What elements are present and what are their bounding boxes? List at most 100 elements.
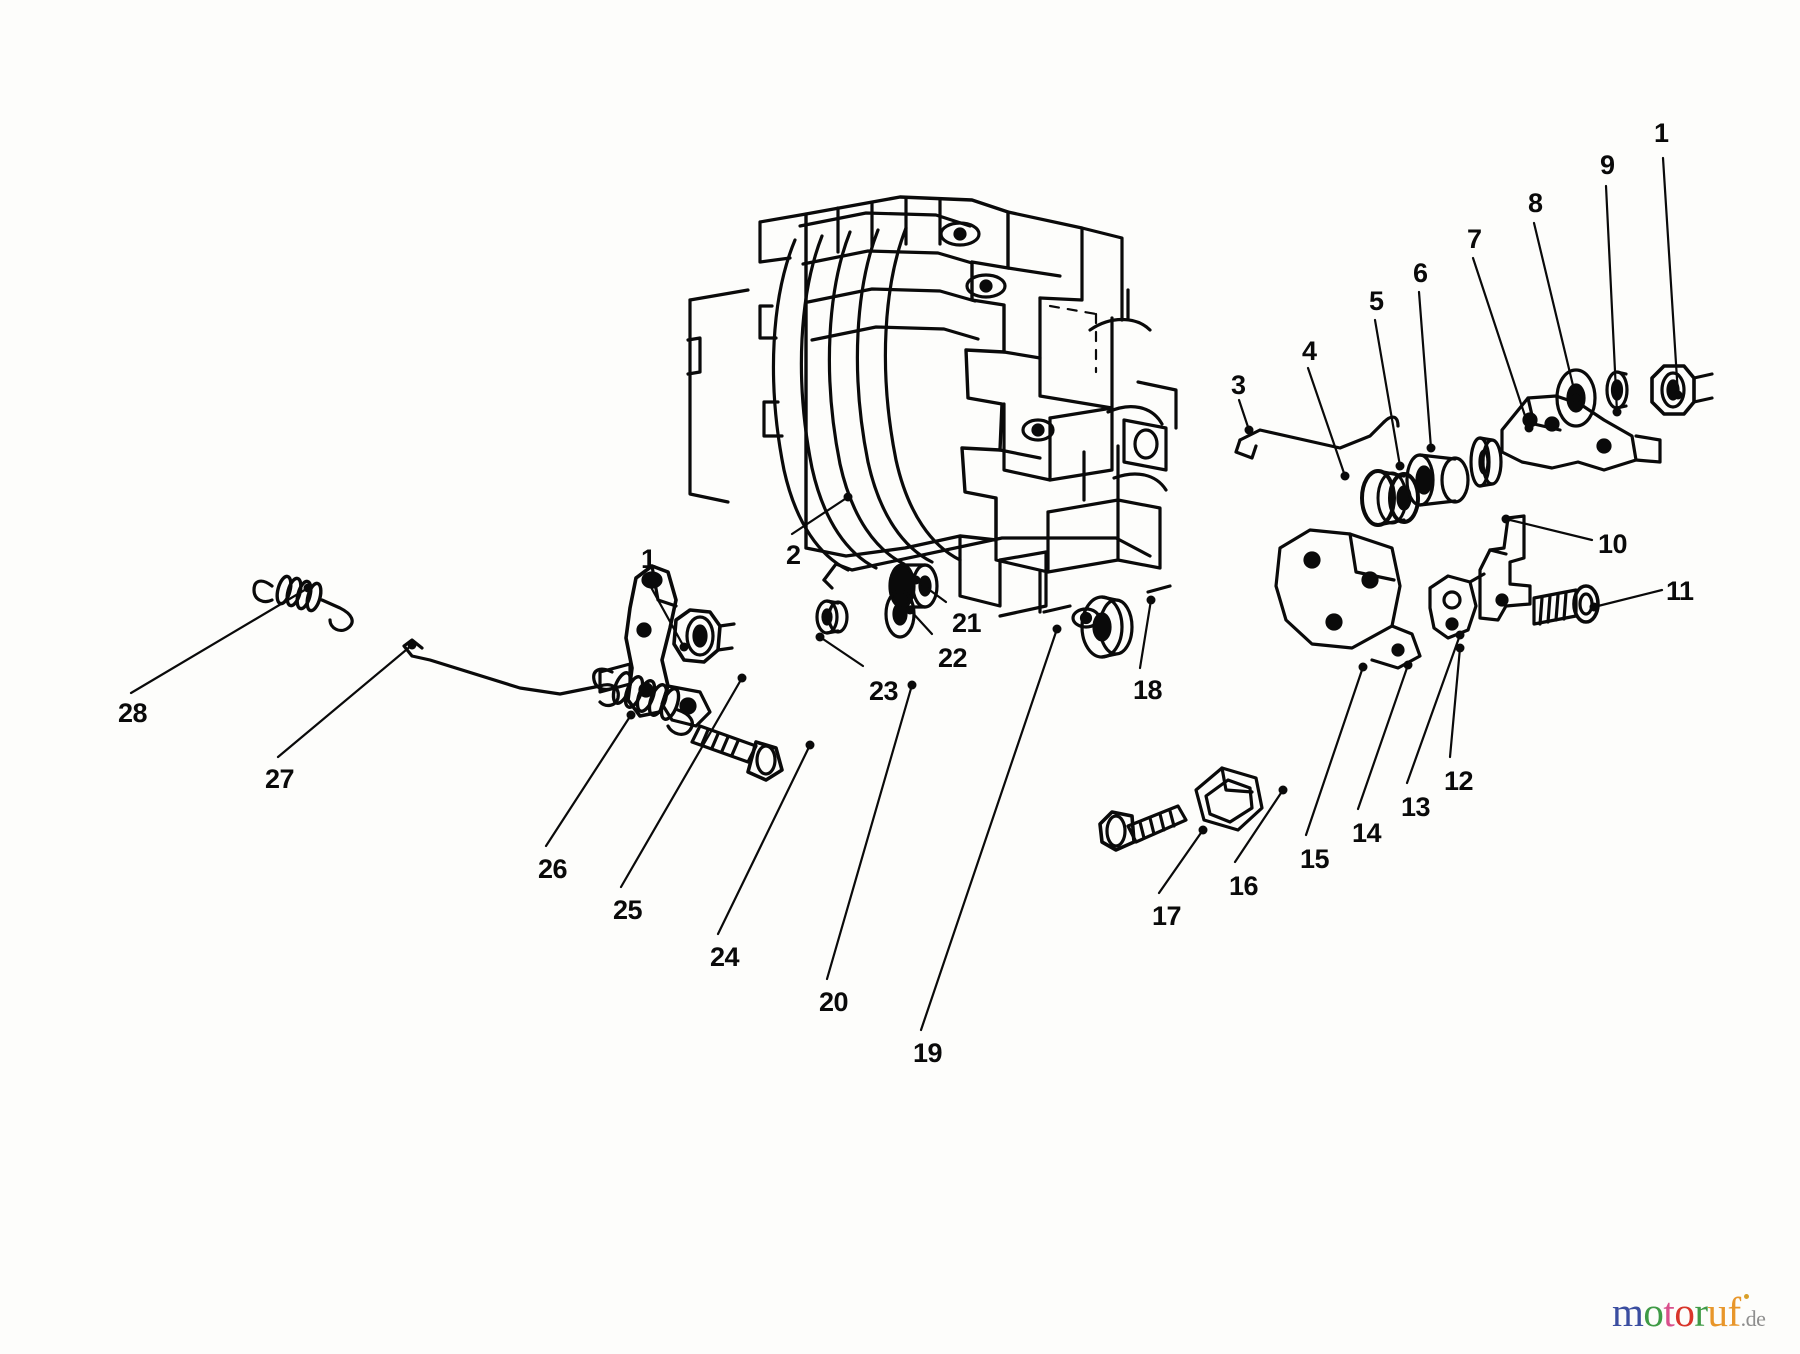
leader-dot-27 [407,640,417,650]
leader-dot-2 [843,492,853,502]
part-11-flange-bolt [1532,584,1600,626]
callout-number-24: 24 [710,942,740,972]
leader-dot-15 [1358,662,1368,672]
leader-line-26 [544,713,633,848]
part-1-hex-nut-right [1650,364,1714,416]
leader-line-21 [914,578,948,604]
motoruf-watermark: motoruf.de [1612,1289,1766,1335]
leader-dot-20 [907,680,917,690]
leader-lines [129,156,1680,1032]
callout-number-17: 17 [1152,901,1182,931]
part-20-flat-washer [1080,595,1134,659]
part-16-clip-nut [1194,766,1264,832]
leader-dot-21 [911,575,921,585]
callout-number-7: 7 [1467,224,1482,254]
watermark-dot-accent [1744,1294,1749,1299]
part-21-bushing-spacer [888,563,939,609]
callout-number-12: 12 [1444,766,1474,796]
part-10-sheet-metal-bracket [1478,514,1532,622]
leader-dot-22 [905,605,915,615]
part-12-small-link-arm [1428,572,1486,640]
leader-line-11 [1592,588,1664,609]
leader-line-22 [908,608,934,636]
leader-line-1 [1661,156,1680,397]
callout-number-27: 27 [265,764,295,794]
part-26-governor-spring [592,667,694,736]
leader-line-1 [645,578,686,649]
engine-cylinder-body [686,195,1178,629]
callout-number-18: 18 [1133,675,1163,705]
leader-dot-9 [1612,407,1622,417]
leader-dot-1 [679,642,689,652]
leader-line-10 [1504,517,1594,542]
part-2-throttle-rod [822,536,1152,590]
callout-number-19: 19 [913,1038,943,1068]
watermark-letter-2: t [1663,1289,1675,1335]
leader-line-3 [1237,398,1251,432]
callout-number-11: 11 [1666,576,1694,606]
callout-number-22: 22 [938,643,968,673]
leader-line-19 [919,627,1059,1032]
leader-dot-23 [815,632,825,642]
leader-line-17 [1157,828,1205,895]
watermark-letter-1: o [1643,1289,1664,1335]
watermark-letter-3: o [1674,1289,1695,1335]
callout-number-25: 25 [613,895,643,925]
callout-number-6: 6 [1413,258,1428,288]
leader-line-28 [129,586,310,695]
leader-dot-26 [626,710,636,720]
leader-line-7 [1471,256,1531,430]
leader-line-16 [1233,788,1285,864]
callout-number-2: 2 [786,540,801,570]
leader-dot-8 [1571,393,1581,403]
part-6-flat-washer [1469,436,1503,488]
callout-number-3: 3 [1231,370,1246,400]
leader-dot-5 [1395,461,1405,471]
part-4-coil-bushing [1360,469,1420,527]
part-28-extension-spring [252,574,354,633]
leader-line-8 [1532,221,1578,400]
leader-line-27 [276,643,414,759]
leader-line-12 [1448,646,1462,759]
leader-dot-12 [1455,643,1465,653]
leader-dot-17 [1198,825,1208,835]
callout-number-14: 14 [1352,818,1382,848]
leader-line-20 [825,683,914,981]
callout-number-28: 28 [118,698,148,728]
watermark-tld: .de [1740,1306,1766,1331]
callout-number-5: 5 [1369,286,1384,316]
callout-number-10: 10 [1598,529,1628,559]
part-17-hex-bolt [1098,804,1188,852]
part-1-hex-nut-left [672,608,736,664]
leader-line-23 [818,635,865,668]
callout-number-4: 4 [1302,336,1317,366]
leader-dot-25 [737,673,747,683]
leader-dots [303,390,1683,835]
leader-line-9 [1604,184,1619,414]
watermark-letter-5: u [1707,1289,1728,1335]
leader-dot-4 [1340,471,1350,481]
leader-dot-3 [1244,425,1254,435]
leader-dot-11 [1589,602,1599,612]
leader-line-18 [1138,598,1153,670]
callout-number-16: 16 [1229,871,1259,901]
part-3-governor-link-rod [1234,415,1400,460]
callout-number-15: 15 [1300,844,1330,874]
part-24-hex-bolt [690,724,784,782]
callout-number-20: 20 [819,987,849,1017]
watermark-letter-4: r [1694,1289,1708,1335]
leader-line-5 [1373,318,1402,468]
leader-dot-19 [1052,624,1062,634]
callout-number-1: 1 [1654,118,1669,148]
callout-number-13: 13 [1401,792,1431,822]
callout-number-23: 23 [869,676,899,706]
leader-dot-14 [1403,660,1413,670]
leader-dot-10 [1501,514,1511,524]
leader-line-25 [619,676,744,889]
leader-dot-28 [303,583,313,593]
leader-line-15 [1304,665,1365,837]
leader-dot-13 [1455,630,1465,640]
part-19-shaft-stud [1042,604,1072,614]
